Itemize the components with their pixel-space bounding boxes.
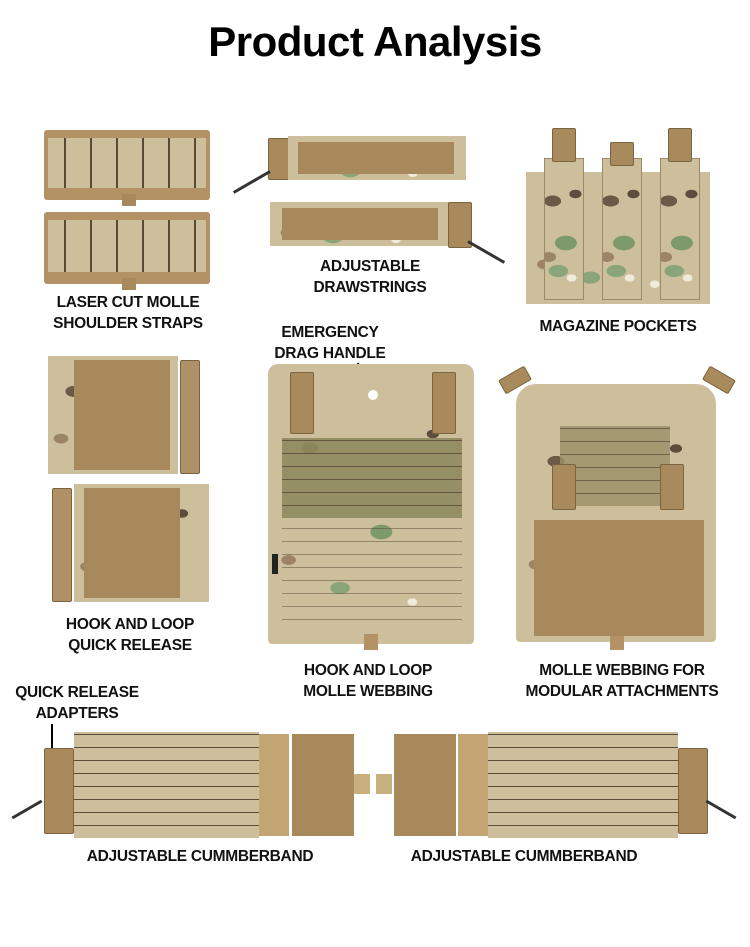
drawstring-image-bottom (268, 196, 513, 268)
back-plate-carrier-image (498, 356, 738, 650)
label-molle-webbing: HOOK AND LOOP MOLLE WEBBING (303, 662, 433, 700)
label-magazine-pockets: MAGAZINE POCKETS (539, 318, 697, 335)
cummerband-left-image (4, 728, 374, 840)
label-adapters: QUICK RELEASE ADAPTERS (15, 684, 139, 722)
adapters-pointer (51, 724, 53, 764)
front-plate-carrier-image (268, 364, 474, 652)
label-drawstrings: ADJUSTABLE DRAWSTRINGS (313, 258, 427, 296)
label-drag-handle: EMERGENCY DRAG HANDLE (274, 324, 386, 362)
label-shoulder-straps: LASER CUT MOLLE SHOULDER STRAPS (53, 294, 203, 332)
magazine-pockets-image (526, 128, 710, 304)
label-cummerband-right: ADJUSTABLE CUMMBERBAND (410, 848, 638, 865)
shoulder-strap-image-top (44, 130, 210, 206)
shoulder-strap-image-bottom (44, 212, 210, 290)
page-title: Product Analysis (208, 18, 542, 65)
label-cummerband-left: ADJUSTABLE CUMMBERBAND (86, 848, 314, 865)
label-modular-attachments: MOLLE WEBBING FOR MODULAR ATTACHMENTS (525, 662, 719, 700)
cummerband-right-image (376, 728, 746, 840)
quick-release-image-top (44, 356, 219, 476)
label-quick-release: HOOK AND LOOP QUICK RELEASE (65, 616, 195, 654)
drawstring-image-top (228, 130, 468, 194)
quick-release-image-bottom (44, 484, 219, 604)
